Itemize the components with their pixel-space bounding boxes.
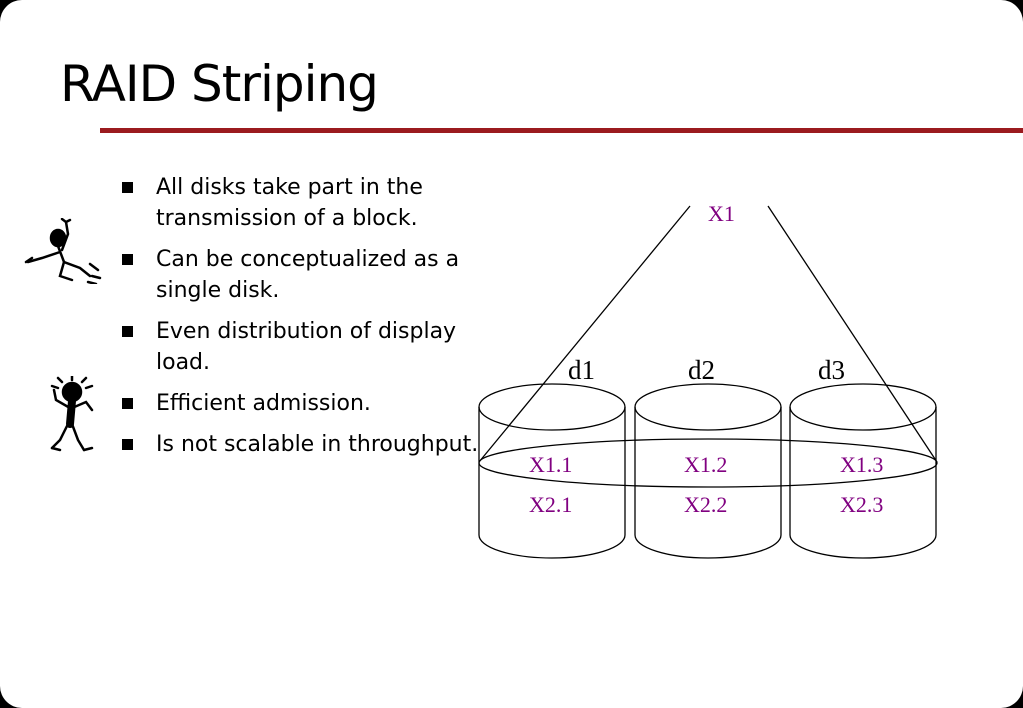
block-label: X1 <box>708 201 735 226</box>
stick-figure-icon <box>50 376 94 452</box>
projection-line-left <box>478 205 691 463</box>
disk-name-d1: d1 <box>568 355 595 385</box>
disk-d3 <box>789 383 937 559</box>
bullet-list: All disks take part in the transmission … <box>122 172 482 470</box>
fragment-label: X1.2 <box>684 452 727 477</box>
fragment-label: X2.3 <box>840 492 883 517</box>
disk-d2 <box>634 383 782 559</box>
fragment-label: X1.3 <box>840 452 883 477</box>
skier-figure-icon <box>24 218 102 284</box>
title-divider <box>100 128 1023 133</box>
fragment-label: X2.1 <box>529 492 572 517</box>
disk-d1 <box>478 383 626 559</box>
bullet-item: Is not scalable in throughput. <box>122 429 482 460</box>
bullet-item: Even distribution of display load. <box>122 316 482 378</box>
bullet-item: Can be conceptualized as a single disk. <box>122 244 482 306</box>
bullet-item: Efficient admission. <box>122 388 482 419</box>
slide-title: RAID Striping <box>60 55 379 113</box>
stripe-ring <box>478 438 938 488</box>
disk-name-d3: d3 <box>818 355 845 385</box>
fragment-label: X2.2 <box>684 492 727 517</box>
bullet-item: All disks take part in the transmission … <box>122 172 482 234</box>
fragment-label: X1.1 <box>529 452 572 477</box>
projection-line-right <box>767 205 938 463</box>
disk-name-d2: d2 <box>688 355 715 385</box>
